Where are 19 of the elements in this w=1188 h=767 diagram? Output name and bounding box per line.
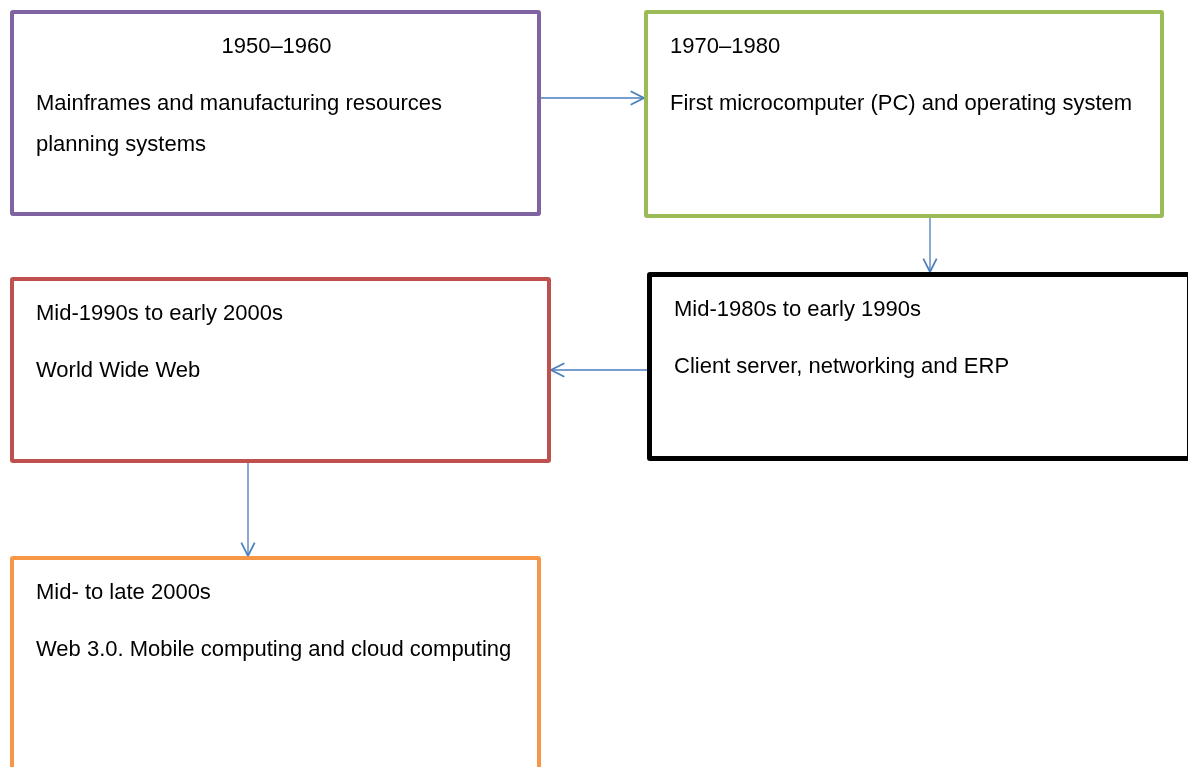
period-heading: 1950–1960 <box>221 32 332 60</box>
process-box <box>644 10 1164 218</box>
period-heading: Mid-1980s to early 1990s <box>674 295 922 323</box>
period-heading: 1970–1980 <box>670 32 781 60</box>
box-text: Web 3.0. Mobile computing and cloud computing <box>36 635 513 663</box>
arrow <box>550 362 648 378</box>
box-text: First microcomputer (PC) and operating system <box>670 89 1134 117</box>
period-heading: Mid- to late 2000s <box>36 578 211 606</box>
box-text: World Wide Web <box>36 356 202 384</box>
arrow <box>240 462 256 557</box>
arrow <box>922 217 938 273</box>
arrow <box>540 90 645 106</box>
box-text: Mainframes and manufacturing resources planning systems <box>36 89 443 158</box>
process-box <box>10 277 551 463</box>
box-text: Client server, networking and ERP <box>674 352 1011 380</box>
process-box <box>10 556 541 767</box>
process-box <box>647 272 1188 461</box>
period-heading: Mid-1990s to early 2000s <box>36 299 284 327</box>
process-box <box>10 10 541 216</box>
